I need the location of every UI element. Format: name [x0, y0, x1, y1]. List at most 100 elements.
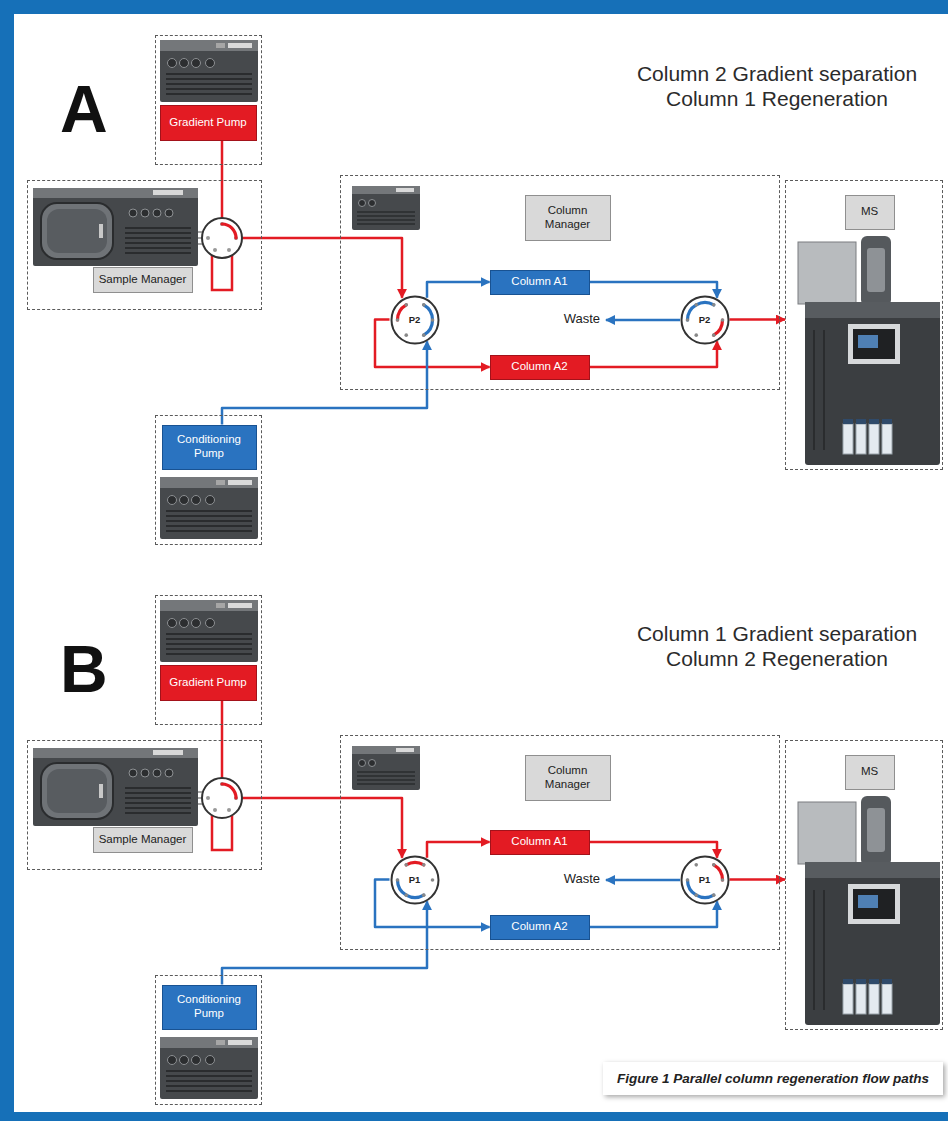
flow-line — [590, 842, 718, 858]
waste-label: Waste — [530, 872, 600, 887]
valve-port — [685, 318, 689, 322]
label-holder: Column 2 Gradient separation — [612, 62, 942, 86]
valve-symbol: P1 — [390, 855, 440, 905]
connector-group — [222, 141, 785, 985]
mass-spectrometer-image — [867, 248, 885, 292]
mass-spectrometer-image — [861, 236, 891, 306]
pump-module-image — [160, 40, 258, 102]
mass-spectrometer-image — [848, 324, 900, 364]
flow-line — [222, 341, 427, 424]
label-holder: B — [60, 636, 140, 702]
valve-port — [711, 863, 715, 867]
module-label: MS — [845, 755, 895, 790]
mass-spectrometer-image — [814, 330, 824, 450]
mass-spectrometer-image — [856, 424, 866, 454]
mass-spectrometer-image — [805, 302, 940, 465]
valve-path — [713, 320, 722, 335]
mass-spectrometer-image — [858, 335, 878, 348]
label-holder: Waste — [530, 312, 600, 327]
mass-spectrometer-image — [856, 419, 866, 424]
pump-module-image — [160, 477, 258, 539]
valve-port — [711, 333, 715, 337]
valve-port — [421, 863, 425, 867]
valve-port — [404, 863, 408, 867]
column-box: Column A1 — [490, 270, 590, 295]
column-label: Column A1 — [491, 831, 589, 854]
valve-port — [404, 333, 408, 337]
waste-label: Waste — [530, 312, 600, 327]
valve-label: P1 — [680, 855, 730, 905]
module-label: Sample Manager — [93, 267, 193, 293]
mass-spectrometer-image — [805, 302, 940, 318]
valve-label: P2 — [680, 295, 730, 345]
mass-spectrometer-image — [843, 419, 853, 424]
injection-valve — [222, 224, 236, 238]
ms-module: MS — [785, 740, 943, 1030]
panel-letter: B — [60, 636, 140, 702]
valve-symbol: P2 — [680, 295, 730, 345]
mass-spectrometer-image — [798, 242, 856, 304]
injection-valve — [227, 248, 231, 252]
valve-port — [685, 878, 689, 882]
valve-port — [711, 303, 715, 307]
label-holder: Column 2 Regeneration — [612, 647, 942, 671]
figure-caption: Figure 1 Parallel column regeneration fl… — [603, 1062, 943, 1095]
panel-letter: A — [60, 76, 140, 142]
mode-caption: Column 2 Gradient separation — [612, 62, 942, 86]
module-label: Conditioning Pump — [162, 425, 257, 470]
valve-port — [430, 318, 434, 322]
injection-valve — [198, 778, 242, 850]
white-panel — [14, 14, 948, 1112]
ms-module: MS — [785, 180, 943, 470]
label-holder: A — [60, 76, 140, 142]
injection-valve — [202, 218, 242, 258]
mass-spectrometer-image — [843, 424, 853, 454]
valve-port — [430, 878, 434, 882]
mass-spectrometer-image — [798, 236, 940, 465]
flow-line — [590, 901, 718, 927]
valve-port — [694, 303, 698, 307]
valve-path — [406, 862, 424, 864]
column-label: Column A1 — [491, 271, 589, 294]
mass-spectrometer-image — [869, 424, 879, 454]
mass-spectrometer-image — [882, 424, 892, 454]
valve-port — [694, 893, 698, 897]
column-box: Column A1 — [490, 830, 590, 855]
column-manager-image — [352, 186, 420, 230]
valve-port — [421, 893, 425, 897]
valve-port — [421, 333, 425, 337]
label-holder: Waste — [530, 872, 600, 887]
pump-module: Conditioning Pump — [155, 415, 262, 545]
mass-spectrometer-image — [843, 424, 892, 454]
valve-port — [421, 303, 425, 307]
pump-module: Gradient Pump — [155, 35, 262, 165]
module-label: Column Manager — [525, 195, 611, 241]
column-label: Column A2 — [491, 356, 589, 379]
flow-line — [427, 842, 490, 858]
column-box: Column A2 — [490, 355, 590, 380]
injection-valve — [213, 248, 217, 252]
waste-line — [606, 319, 680, 322]
mass-spectrometer-image — [843, 419, 892, 424]
valve-symbol: P2 — [390, 295, 440, 345]
column-manager-module: Column ManagerColumn A1 P2 P2Column A2 — [340, 175, 780, 390]
mass-spectrometer-image — [869, 419, 879, 424]
module-label: Conditioning Pump — [162, 985, 257, 1030]
valve-port — [404, 893, 408, 897]
valve-port — [694, 863, 698, 867]
column-box: Column A2 — [490, 915, 590, 940]
mode-caption: Column 1 Gradient separation — [612, 622, 942, 646]
valve-path — [397, 304, 406, 319]
injection-valve — [206, 236, 210, 240]
flow-line — [427, 282, 490, 298]
valve-port — [404, 303, 408, 307]
flow-line — [730, 318, 786, 321]
caption-holder: Figure 1 Parallel column regeneration fl… — [603, 1062, 943, 1095]
label-holder: Column 1 Regeneration — [612, 87, 942, 111]
waste-line — [606, 879, 680, 882]
module-label: Sample Manager — [93, 827, 193, 853]
valve-label: P1 — [390, 855, 440, 905]
